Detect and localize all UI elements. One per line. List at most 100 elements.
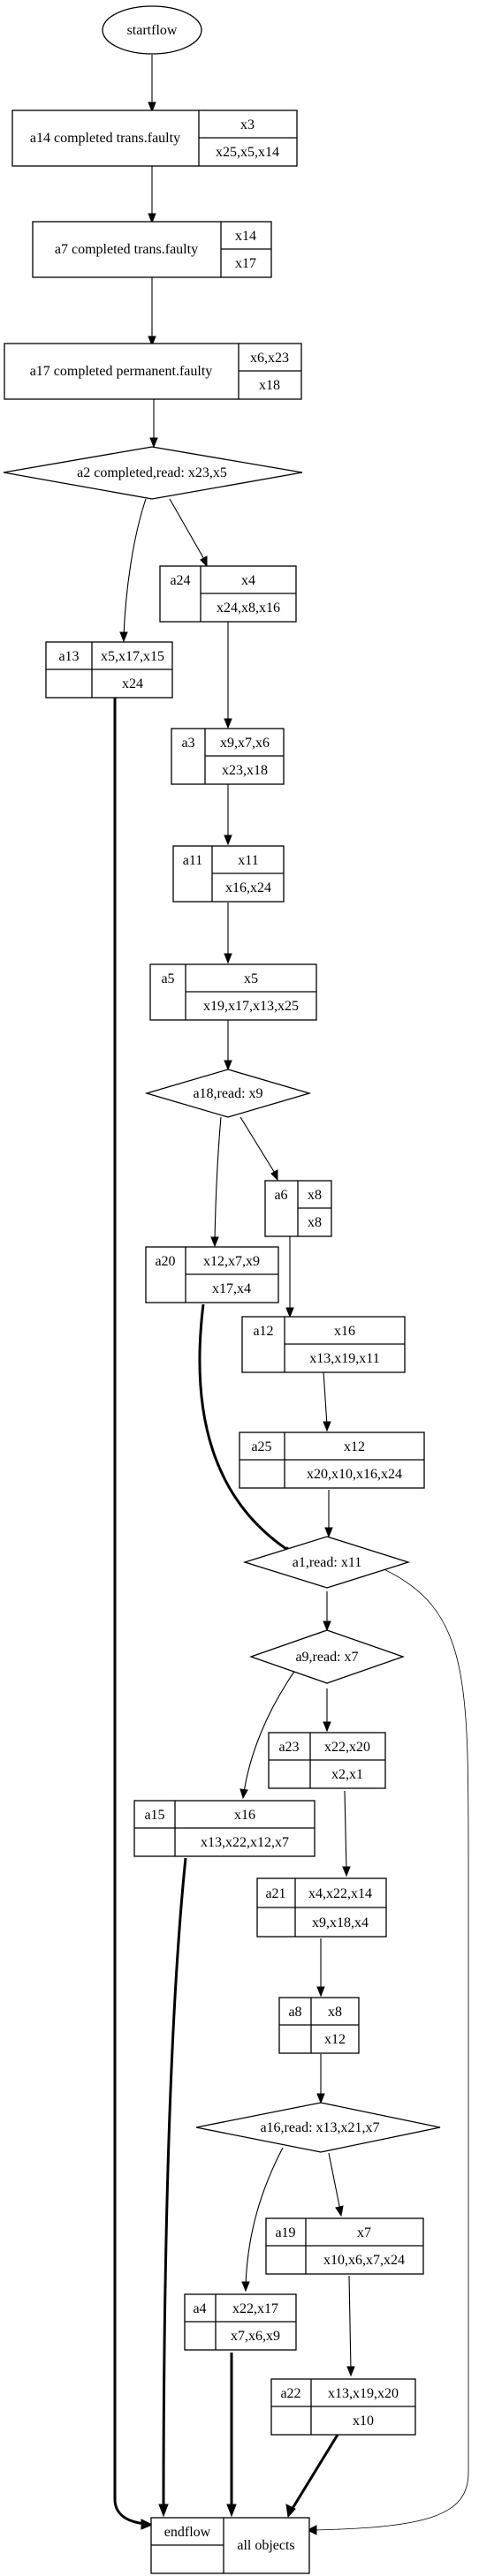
decision-a18: a18,read: x9 (144, 1069, 312, 1118)
edges (113, 55, 469, 2535)
node-bottom: x16,x24 (225, 880, 271, 895)
node-a20: a20 x12,x7,x9 x17,x4 (145, 1246, 279, 1303)
node-bottom: x12 (324, 2032, 346, 2047)
node-label: a15 (144, 1808, 164, 1823)
decision-diamond (249, 1629, 405, 1684)
node-label: a3 (181, 736, 194, 751)
node-top: x6,x23 (250, 351, 289, 366)
node-bottom: x23,x18 (222, 763, 268, 778)
node-a5: a5 x5 x19,x17,x13,x25 (149, 963, 317, 1021)
node-label: a24 (170, 573, 190, 588)
arrowhead (158, 2504, 169, 2518)
decision-label: a16,read: x13,x21,x7 (260, 2120, 379, 2135)
edge-a22-end (290, 2434, 339, 2511)
arrowhead (148, 213, 156, 224)
node-a25: a25 x12 x20,x10,x16,x24 (239, 1432, 425, 1489)
edge-a20-a1 (198, 1303, 293, 1554)
node-a6: a6 x8 x8 (264, 1180, 332, 1237)
node-top: x7 (357, 2225, 371, 2240)
node-label: a21 (265, 1886, 285, 1901)
decision-label: a1,read: x11 (293, 1555, 361, 1570)
node-top: x11 (238, 853, 258, 868)
node-top: x16 (334, 1324, 355, 1339)
edge-a2-a13 (123, 498, 147, 637)
node-top: x16 (234, 1808, 255, 1823)
node-label: a22 (280, 2386, 300, 2401)
node-a12: a12 x16 x13,x19,x11 (241, 1316, 406, 1373)
node-top: x5 (244, 971, 258, 986)
arrowhead (148, 336, 156, 347)
arrowhead (241, 2281, 250, 2293)
arrowhead (210, 1236, 219, 1248)
edge-a12-a25 (323, 1371, 328, 1426)
arrowhead (141, 2519, 154, 2530)
decision-a16: a16,read: x13,x21,x7 (195, 2102, 441, 2153)
arrowhead (323, 1721, 331, 1733)
node-bottom: x20,x10,x16,x24 (307, 1467, 402, 1482)
node-bottom: x13,x19,x11 (309, 1351, 379, 1366)
arrowhead (323, 1620, 331, 1632)
node-top: x13,x19,x20 (328, 2386, 399, 2401)
node-label: a13 (58, 649, 79, 664)
arrowhead (323, 1421, 331, 1432)
arrowhead (224, 953, 232, 964)
node-label: a14 completed trans.faulty (30, 131, 180, 146)
node-label: a4 (193, 2301, 206, 2316)
node-a19: a19 x7 x10,x6,x7,x24 (265, 2217, 424, 2275)
edge-a19-a22 (348, 2275, 352, 2371)
node-top: x4 (241, 573, 255, 588)
node-a11: a11 x11 x16,x24 (172, 845, 285, 903)
start-node: startflow (102, 5, 202, 55)
edge-a2-a24 (169, 498, 206, 562)
node-top: x14 (235, 229, 256, 244)
edge-a9-a15 (243, 1668, 297, 1794)
node-bottom: x10 (353, 2414, 374, 2429)
edge-a18-a6 (240, 1116, 277, 1175)
arrowhead (285, 2504, 296, 2519)
arrowhead (324, 1527, 333, 1538)
arrowhead (226, 2504, 237, 2518)
node-bottom: x19,x17,x13,x25 (203, 999, 299, 1014)
node-bottom: x7,x6,x9 (231, 2329, 280, 2344)
arrowhead (342, 1866, 351, 1877)
arrowhead (224, 718, 232, 729)
end-node: endflow all objects (150, 2517, 310, 2574)
arrowhead (148, 102, 156, 113)
end-objects: all objects (237, 2538, 294, 2553)
node-a8: a8 x8 x12 (278, 1997, 360, 2054)
arrowhead (224, 1060, 232, 1071)
node-label: a20 (155, 1254, 175, 1269)
node-label: a19 (275, 2225, 295, 2240)
node-top: x22,x17 (232, 2301, 278, 2316)
start-label: startflow (127, 23, 178, 38)
edge-a15-end (162, 1857, 187, 2511)
node-bottom: x17,x4 (212, 1281, 251, 1296)
node-a13: a13 x5,x17,x15 x24 (45, 641, 173, 699)
arrowhead (224, 835, 232, 846)
node-label: a11 (183, 853, 203, 868)
node-bottom: x24 (122, 676, 143, 691)
decision-label: a2 completed,read: x23,x5 (77, 465, 227, 480)
arrowhead (335, 2205, 344, 2217)
arrowhead (306, 2525, 317, 2535)
node-top: x3 (240, 117, 255, 132)
node-top: x8 (308, 1188, 322, 1203)
node-top: x12,x7,x9 (203, 1254, 260, 1269)
arrowhead (270, 1169, 278, 1182)
node-a23: a23 x22,x20 x2,x1 (268, 1732, 386, 1789)
node-label: a25 (251, 1439, 271, 1454)
decision-label: a18,read: x9 (193, 1086, 262, 1101)
node-label: a8 (288, 2005, 301, 2020)
edge-a13-end (113, 698, 147, 2526)
node-label: a12 (253, 1324, 273, 1339)
edge-a16-a4 (245, 2147, 284, 2286)
edge-a1-end (313, 1567, 469, 2531)
node-a17: a17 completed permanent.faulty x6,x23 x1… (4, 343, 302, 400)
node-top: x8 (328, 2005, 342, 2020)
node-bottom: x17 (235, 256, 256, 271)
node-bottom: x18 (259, 378, 280, 393)
arrowhead (316, 2093, 325, 2104)
arrowhead (346, 2366, 355, 2377)
node-label: a7 completed trans.faulty (55, 242, 198, 257)
